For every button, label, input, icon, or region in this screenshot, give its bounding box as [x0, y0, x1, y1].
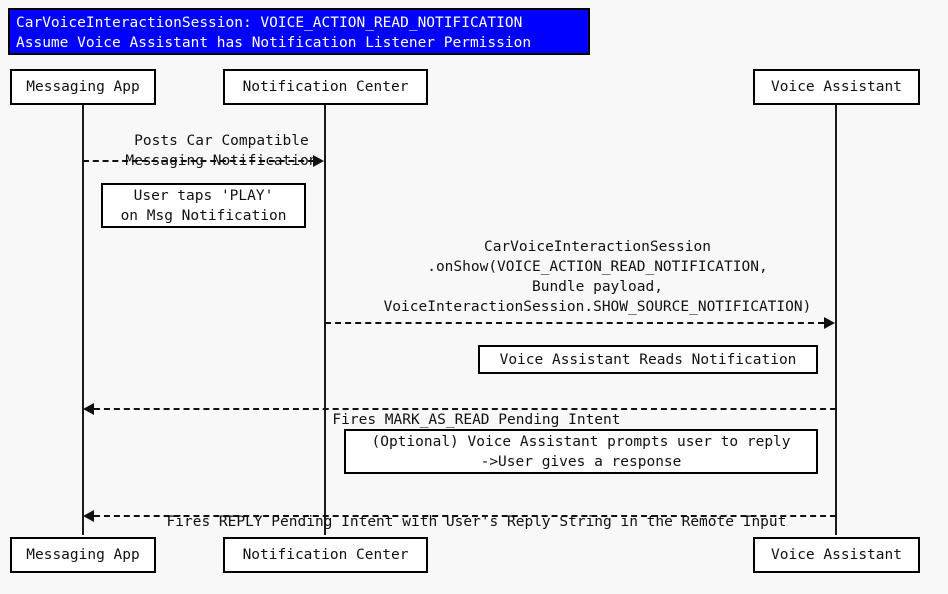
message-label-line-2: .onShow(VOICE_ACTION_READ_NOTIFICATION, — [427, 259, 768, 275]
participant-label: Notification Center — [242, 79, 409, 95]
note-line-1: (Optional) Voice Assistant prompts user … — [371, 433, 791, 450]
note-optional-reply-prompt: (Optional) Voice Assistant prompts user … — [344, 429, 818, 474]
lifeline-notification-center — [324, 104, 326, 535]
message-arrow-posts-notification — [83, 160, 314, 162]
message-arrow-reply-intent — [94, 515, 836, 517]
note-line-1: Voice Assistant Reads Notification — [499, 351, 797, 368]
participant-top-voice-assistant[interactable]: Voice Assistant — [753, 69, 920, 105]
arrowhead-right-icon — [313, 155, 324, 167]
participant-top-messaging-app[interactable]: Messaging App — [10, 69, 156, 105]
participant-label: Messaging App — [26, 547, 140, 563]
message-label-line-1: CarVoiceInteractionSession — [483, 239, 711, 255]
arrowhead-left-icon — [83, 510, 94, 522]
participant-bottom-notification-center[interactable]: Notification Center — [223, 537, 428, 573]
message-label-on-show: CarVoiceInteractionSession .onShow(VOICE… — [325, 217, 835, 337]
diagram-title-line-2: Assume Voice Assistant has Notification … — [16, 35, 532, 51]
lifeline-messaging-app — [82, 104, 84, 535]
participant-bottom-messaging-app[interactable]: Messaging App — [10, 537, 156, 573]
message-label-reply-intent: Fires REPLY Pending Intent with User's R… — [83, 492, 835, 552]
note-line-2: on Msg Notification — [120, 207, 287, 224]
participant-label: Voice Assistant — [771, 79, 902, 95]
note-assistant-reads: Voice Assistant Reads Notification — [478, 345, 818, 374]
message-label-line-1: Fires MARK_AS_READ Pending Intent — [332, 412, 621, 428]
message-arrow-on-show — [325, 322, 824, 324]
arrowhead-right-icon — [824, 317, 835, 329]
lifeline-voice-assistant — [835, 104, 837, 535]
message-label-posts-notification: Posts Car Compatible Messaging Notificat… — [83, 111, 325, 191]
arrowhead-left-icon — [83, 403, 94, 415]
message-arrow-mark-as-read — [94, 408, 836, 410]
note-user-taps-play: User taps 'PLAY' on Msg Notification — [101, 183, 306, 228]
diagram-title-banner: CarVoiceInteractionSession: VOICE_ACTION… — [8, 8, 590, 55]
note-line-1: User taps 'PLAY' — [133, 187, 274, 204]
message-label-line-3: Bundle payload, — [531, 279, 663, 295]
message-label-line-4: VoiceInteractionSession.SHOW_SOURCE_NOTI… — [383, 299, 812, 315]
message-label-mark-as-read: Fires MARK_AS_READ Pending Intent — [83, 390, 835, 450]
participant-bottom-voice-assistant[interactable]: Voice Assistant — [753, 537, 920, 573]
message-label-line-1: Posts Car Compatible — [134, 133, 309, 149]
participant-label: Notification Center — [242, 547, 409, 563]
message-label-line-1: Fires REPLY Pending Intent with User's R… — [166, 514, 787, 530]
note-line-2: ->User gives a response — [480, 453, 682, 470]
participant-label: Messaging App — [26, 79, 140, 95]
participant-top-notification-center[interactable]: Notification Center — [223, 69, 428, 105]
participant-label: Voice Assistant — [771, 547, 902, 563]
diagram-title-line-1: CarVoiceInteractionSession: VOICE_ACTION… — [16, 15, 523, 31]
